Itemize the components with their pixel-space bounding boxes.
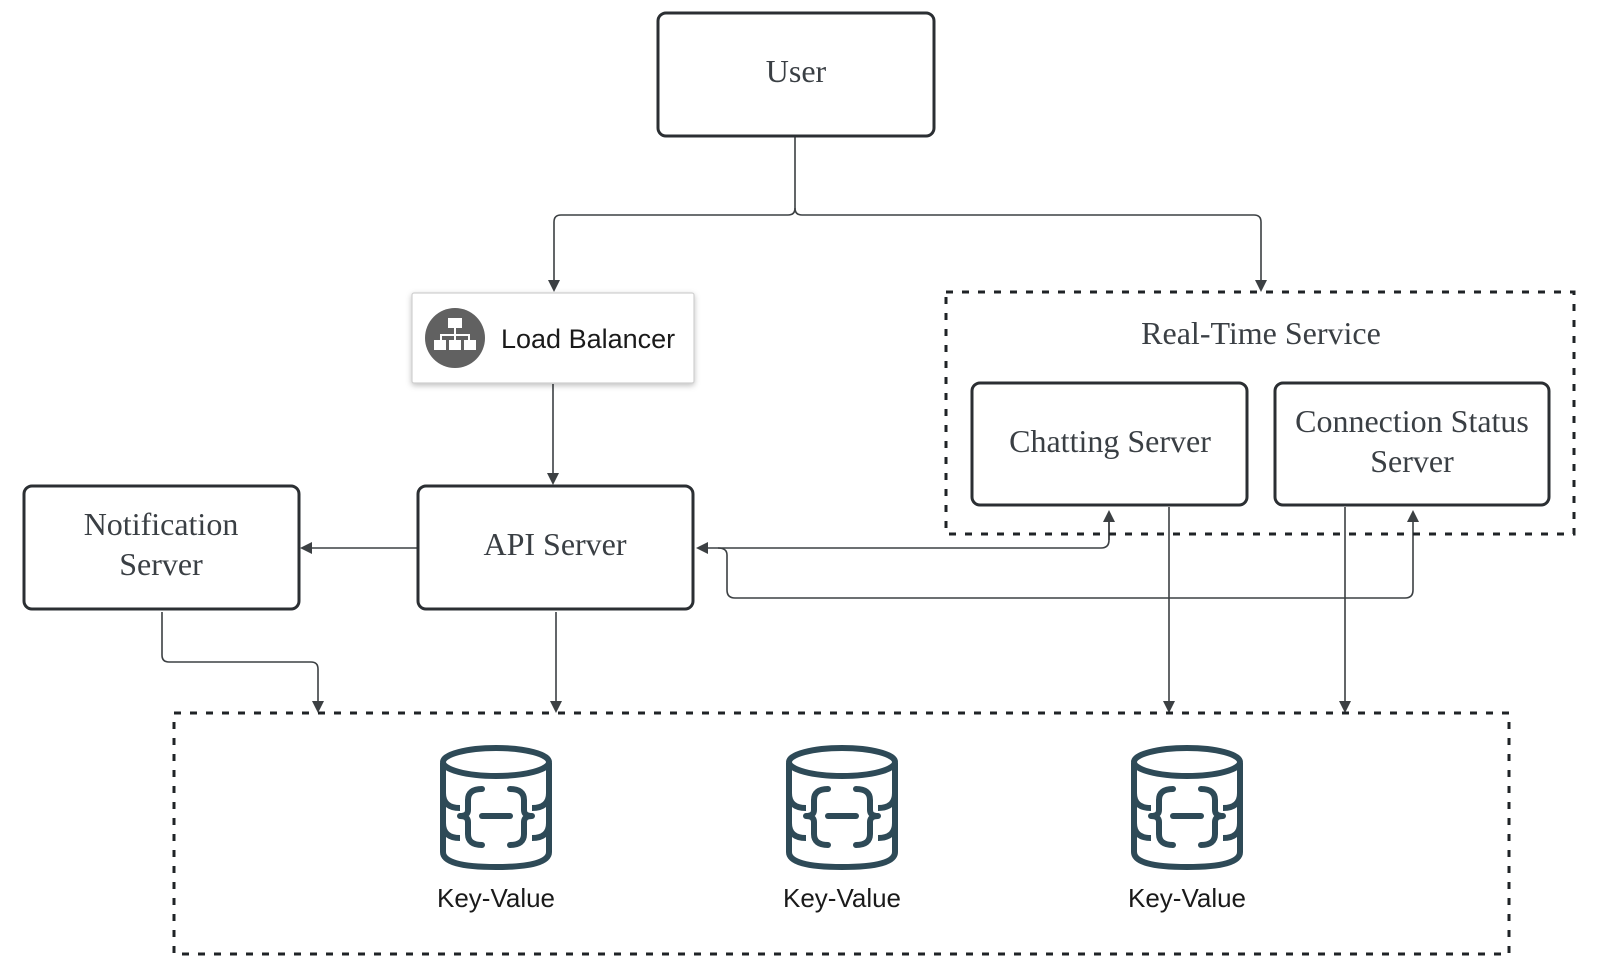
api-server-label: API Server — [483, 526, 626, 562]
chatting-server-node[interactable]: Chatting Server — [970, 381, 1249, 507]
api-server-node[interactable]: API Server — [416, 484, 695, 611]
connection-status-server-node[interactable]: Connection Status Server — [1273, 381, 1551, 507]
database-1-label: Key-Value — [437, 883, 555, 913]
connection-status-server-label-line1: Connection Status — [1295, 403, 1529, 439]
database-2[interactable]: Key-Value — [783, 745, 901, 913]
load-balancer-node[interactable]: Load Balancer — [411, 292, 695, 384]
edge-user-to-realtime — [794, 207, 1267, 292]
storage-group — [172, 711, 1511, 956]
key-value-database-icon — [786, 745, 898, 871]
key-value-database-icon — [1131, 745, 1243, 871]
edge-user-to-split — [548, 137, 796, 292]
database-3-label: Key-Value — [1128, 883, 1246, 913]
connection-status-server-label-line2: Server — [1370, 443, 1454, 479]
real-time-service-group: Real-Time Service — [944, 290, 1576, 536]
edge-api-to-chatting — [696, 512, 1110, 554]
user-node[interactable]: User — [656, 11, 936, 138]
edge-api-connector — [717, 547, 728, 556]
notification-server-label-line2: Server — [119, 546, 203, 582]
key-value-database-icon — [440, 745, 552, 871]
real-time-service-label: Real-Time Service — [1141, 315, 1381, 351]
chatting-server-label: Chatting Server — [1009, 423, 1211, 459]
load-balancer-label: Load Balancer — [501, 324, 675, 354]
notification-server-label-line1: Notification — [84, 506, 239, 542]
edge-api-to-connection-status — [726, 510, 1419, 599]
user-label: User — [766, 53, 827, 89]
database-3[interactable]: Key-Value — [1128, 745, 1246, 913]
network-hierarchy-icon — [425, 308, 485, 368]
database-2-label: Key-Value — [783, 883, 901, 913]
notification-server-node[interactable]: Notification Server — [22, 484, 301, 611]
database-1[interactable]: Key-Value — [437, 745, 555, 913]
edge-notification-to-storage — [161, 612, 324, 713]
